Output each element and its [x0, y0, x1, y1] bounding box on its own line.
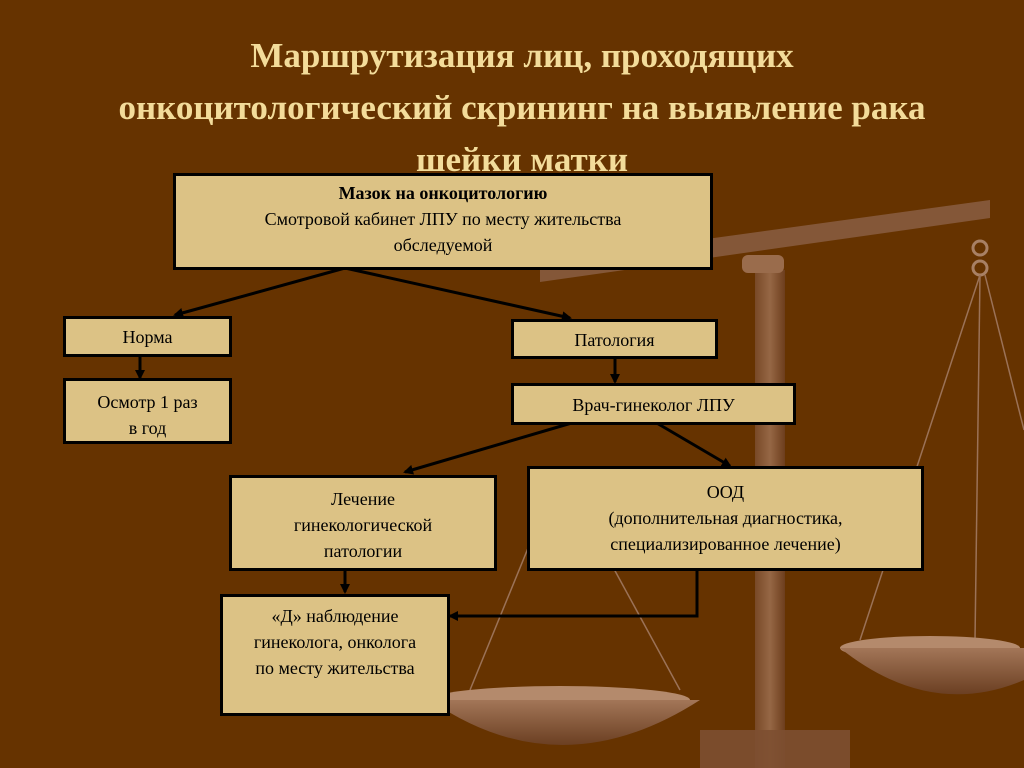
title-line-1: Маршрутизация лиц, проходящих [250, 36, 794, 75]
ood-line-1: ООД [706, 482, 745, 502]
gynecologist-label: Врач-гинеколог ЛПУ [572, 395, 735, 415]
norm-box: Норма [63, 316, 232, 357]
smear-line-2: обследуемой [393, 235, 493, 255]
arrow-ood-to-observation [448, 570, 699, 621]
smear-line-1: Смотровой кабинет ЛПУ по месту жительств… [264, 209, 622, 229]
treatment-line-1: Лечение [331, 489, 395, 509]
gynecologist-box: Врач-гинеколог ЛПУ [511, 383, 796, 425]
arrow-gynecologist-to-treatment [403, 420, 576, 475]
observation-line-3: по месту жительства [255, 658, 415, 678]
ood-line-3: специализированное лечение) [610, 534, 841, 554]
exam-line-1: Осмотр 1 раз [97, 392, 198, 412]
arrow-smear-to-norm [173, 266, 346, 318]
ood-box: ООД (дополнительная диагностика, специал… [527, 466, 924, 571]
title-line-2: онкоцитологический скрининг на выявление… [118, 88, 926, 127]
smear-heading: Мазок на онкоцитологию [338, 183, 548, 203]
arrow-smear-to-pathology [344, 266, 572, 322]
treatment-line-2: гинекологической [293, 515, 433, 535]
observation-line-2: гинеколога, онколога [253, 632, 417, 652]
ood-line-2: (дополнительная диагностика, [608, 508, 843, 528]
norm-label: Норма [122, 327, 173, 347]
exam-line-2: в год [128, 418, 167, 438]
observation-line-1: «Д» наблюдение [271, 606, 399, 626]
arrow-gynecologist-to-ood [654, 420, 732, 468]
pathology-label: Патология [574, 330, 655, 350]
treatment-box: Лечение гинекологической патологии [229, 475, 497, 571]
title-line-3: шейки матки [415, 140, 629, 179]
exam-box: Осмотр 1 раз в год [63, 378, 232, 444]
treatment-line-3: патологии [323, 541, 403, 561]
pathology-box: Патология [511, 319, 718, 359]
observation-box: «Д» наблюдение гинеколога, онколога по м… [220, 594, 450, 716]
page-title: Маршрутизация лиц, проходящих онкоцитоло… [40, 30, 1004, 186]
smear-box: Мазок на онкоцитологию Смотровой кабинет… [173, 173, 713, 270]
